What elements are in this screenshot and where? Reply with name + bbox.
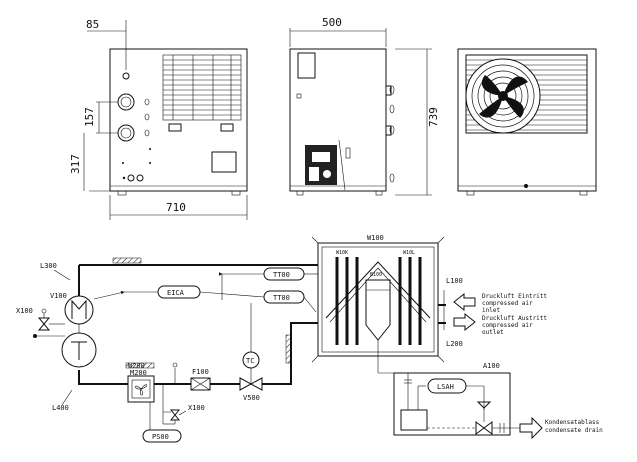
back-view: [457, 48, 597, 196]
label-l200: L200: [446, 340, 463, 348]
dim-85: 85: [86, 18, 99, 31]
label-x100-bottom: X100: [188, 404, 205, 412]
note-drain-de: Kondensatablass: [545, 419, 600, 426]
dim-317: 317: [69, 154, 82, 174]
label-l100: L100: [446, 277, 463, 285]
dim-500: 500: [322, 16, 342, 29]
dim-710: 710: [166, 201, 186, 214]
label-tt00-bottom: TT00: [273, 294, 290, 302]
schematic: V100 L300 L400 X100 W200 M200 X100 PS0: [16, 234, 603, 443]
note-drain-en: condensate drain: [545, 427, 603, 434]
label-lsah: LSAH: [437, 383, 454, 391]
label-b100: B100: [370, 272, 382, 278]
side-view: 500 739: [289, 16, 440, 196]
label-v100: V100: [50, 292, 67, 300]
label-w10l: W10L: [403, 250, 415, 256]
label-m200: M200: [130, 369, 147, 377]
label-w100: W100: [367, 234, 384, 242]
label-f100: F100: [192, 368, 209, 376]
note-inlet-de: Druckluft Eintritt: [482, 293, 547, 300]
note-outlet-de: Druckluft Austritt: [482, 315, 547, 322]
label-x100-left: X100: [16, 307, 33, 315]
note-inlet-en2: inlet: [482, 307, 500, 314]
label-v500: V500: [243, 394, 260, 402]
note-outlet-en2: outlet: [482, 329, 504, 336]
label-w10k: W10K: [336, 250, 348, 256]
label-eica: EICA: [167, 289, 185, 297]
dim-739: 739: [427, 107, 440, 127]
label-l400: L400: [52, 404, 69, 412]
label-a100: A100: [483, 362, 500, 370]
note-inlet-en1: compressed air: [482, 300, 533, 307]
label-tt00-top: TT00: [273, 271, 290, 279]
label-tc: TC: [246, 357, 254, 365]
front-view: 85 157 317 710: [69, 18, 248, 220]
label-ps00: PS00: [152, 433, 169, 441]
dim-157: 157: [83, 107, 96, 127]
label-w200: W200: [128, 362, 145, 370]
note-outlet-en1: compressed air: [482, 322, 533, 329]
label-l300: L300: [40, 262, 57, 270]
